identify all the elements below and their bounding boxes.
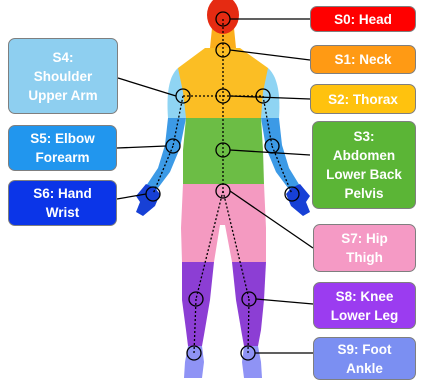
label-line: S1: Neck — [334, 50, 391, 69]
label-line: Ankle — [346, 359, 383, 378]
label-s6-hand: S6: Hand Wrist — [8, 180, 117, 226]
left-forearm-region — [146, 118, 186, 192]
label-line: Pelvis — [344, 184, 383, 203]
label-s7-hip: S7: Hip Thigh — [313, 224, 416, 272]
right-foot-region — [242, 346, 262, 378]
label-line: S2: Thorax — [328, 90, 398, 109]
label-s4-shoulder: S4: Shoulder Upper Arm — [8, 38, 118, 114]
label-line: S5: Elbow — [30, 129, 95, 148]
label-line: S4: — [52, 48, 73, 67]
label-s1-neck: S1: Neck — [310, 45, 416, 74]
label-s5-elbow: S5: Elbow Forearm — [8, 125, 117, 171]
label-line: S9: Foot — [338, 340, 392, 359]
label-line: S6: Hand — [33, 184, 92, 203]
label-s9-foot: S9: Foot Ankle — [313, 337, 416, 380]
label-line: S7: Hip — [341, 229, 388, 248]
left-lower-leg-region — [182, 262, 214, 346]
label-line: Forearm — [35, 148, 89, 167]
label-line: Shoulder — [34, 67, 93, 86]
right-forearm-region — [261, 118, 300, 192]
label-s0-head: S0: Head — [310, 6, 416, 32]
label-line: Wrist — [46, 203, 80, 222]
label-line: S0: Head — [334, 10, 392, 29]
label-line: S3: — [353, 127, 374, 146]
label-s2-thorax: S2: Thorax — [310, 84, 416, 114]
label-line: Upper Arm — [28, 86, 97, 105]
label-line: Thigh — [346, 248, 383, 267]
label-s8-knee: S8: Knee Lower Leg — [313, 282, 416, 329]
label-line: Lower Leg — [331, 306, 399, 325]
label-line: S8: Knee — [336, 287, 394, 306]
label-line: Abdomen — [333, 146, 395, 165]
label-s3-abdomen: S3: Abdomen Lower Back Pelvis — [312, 121, 416, 209]
label-line: Lower Back — [326, 165, 402, 184]
